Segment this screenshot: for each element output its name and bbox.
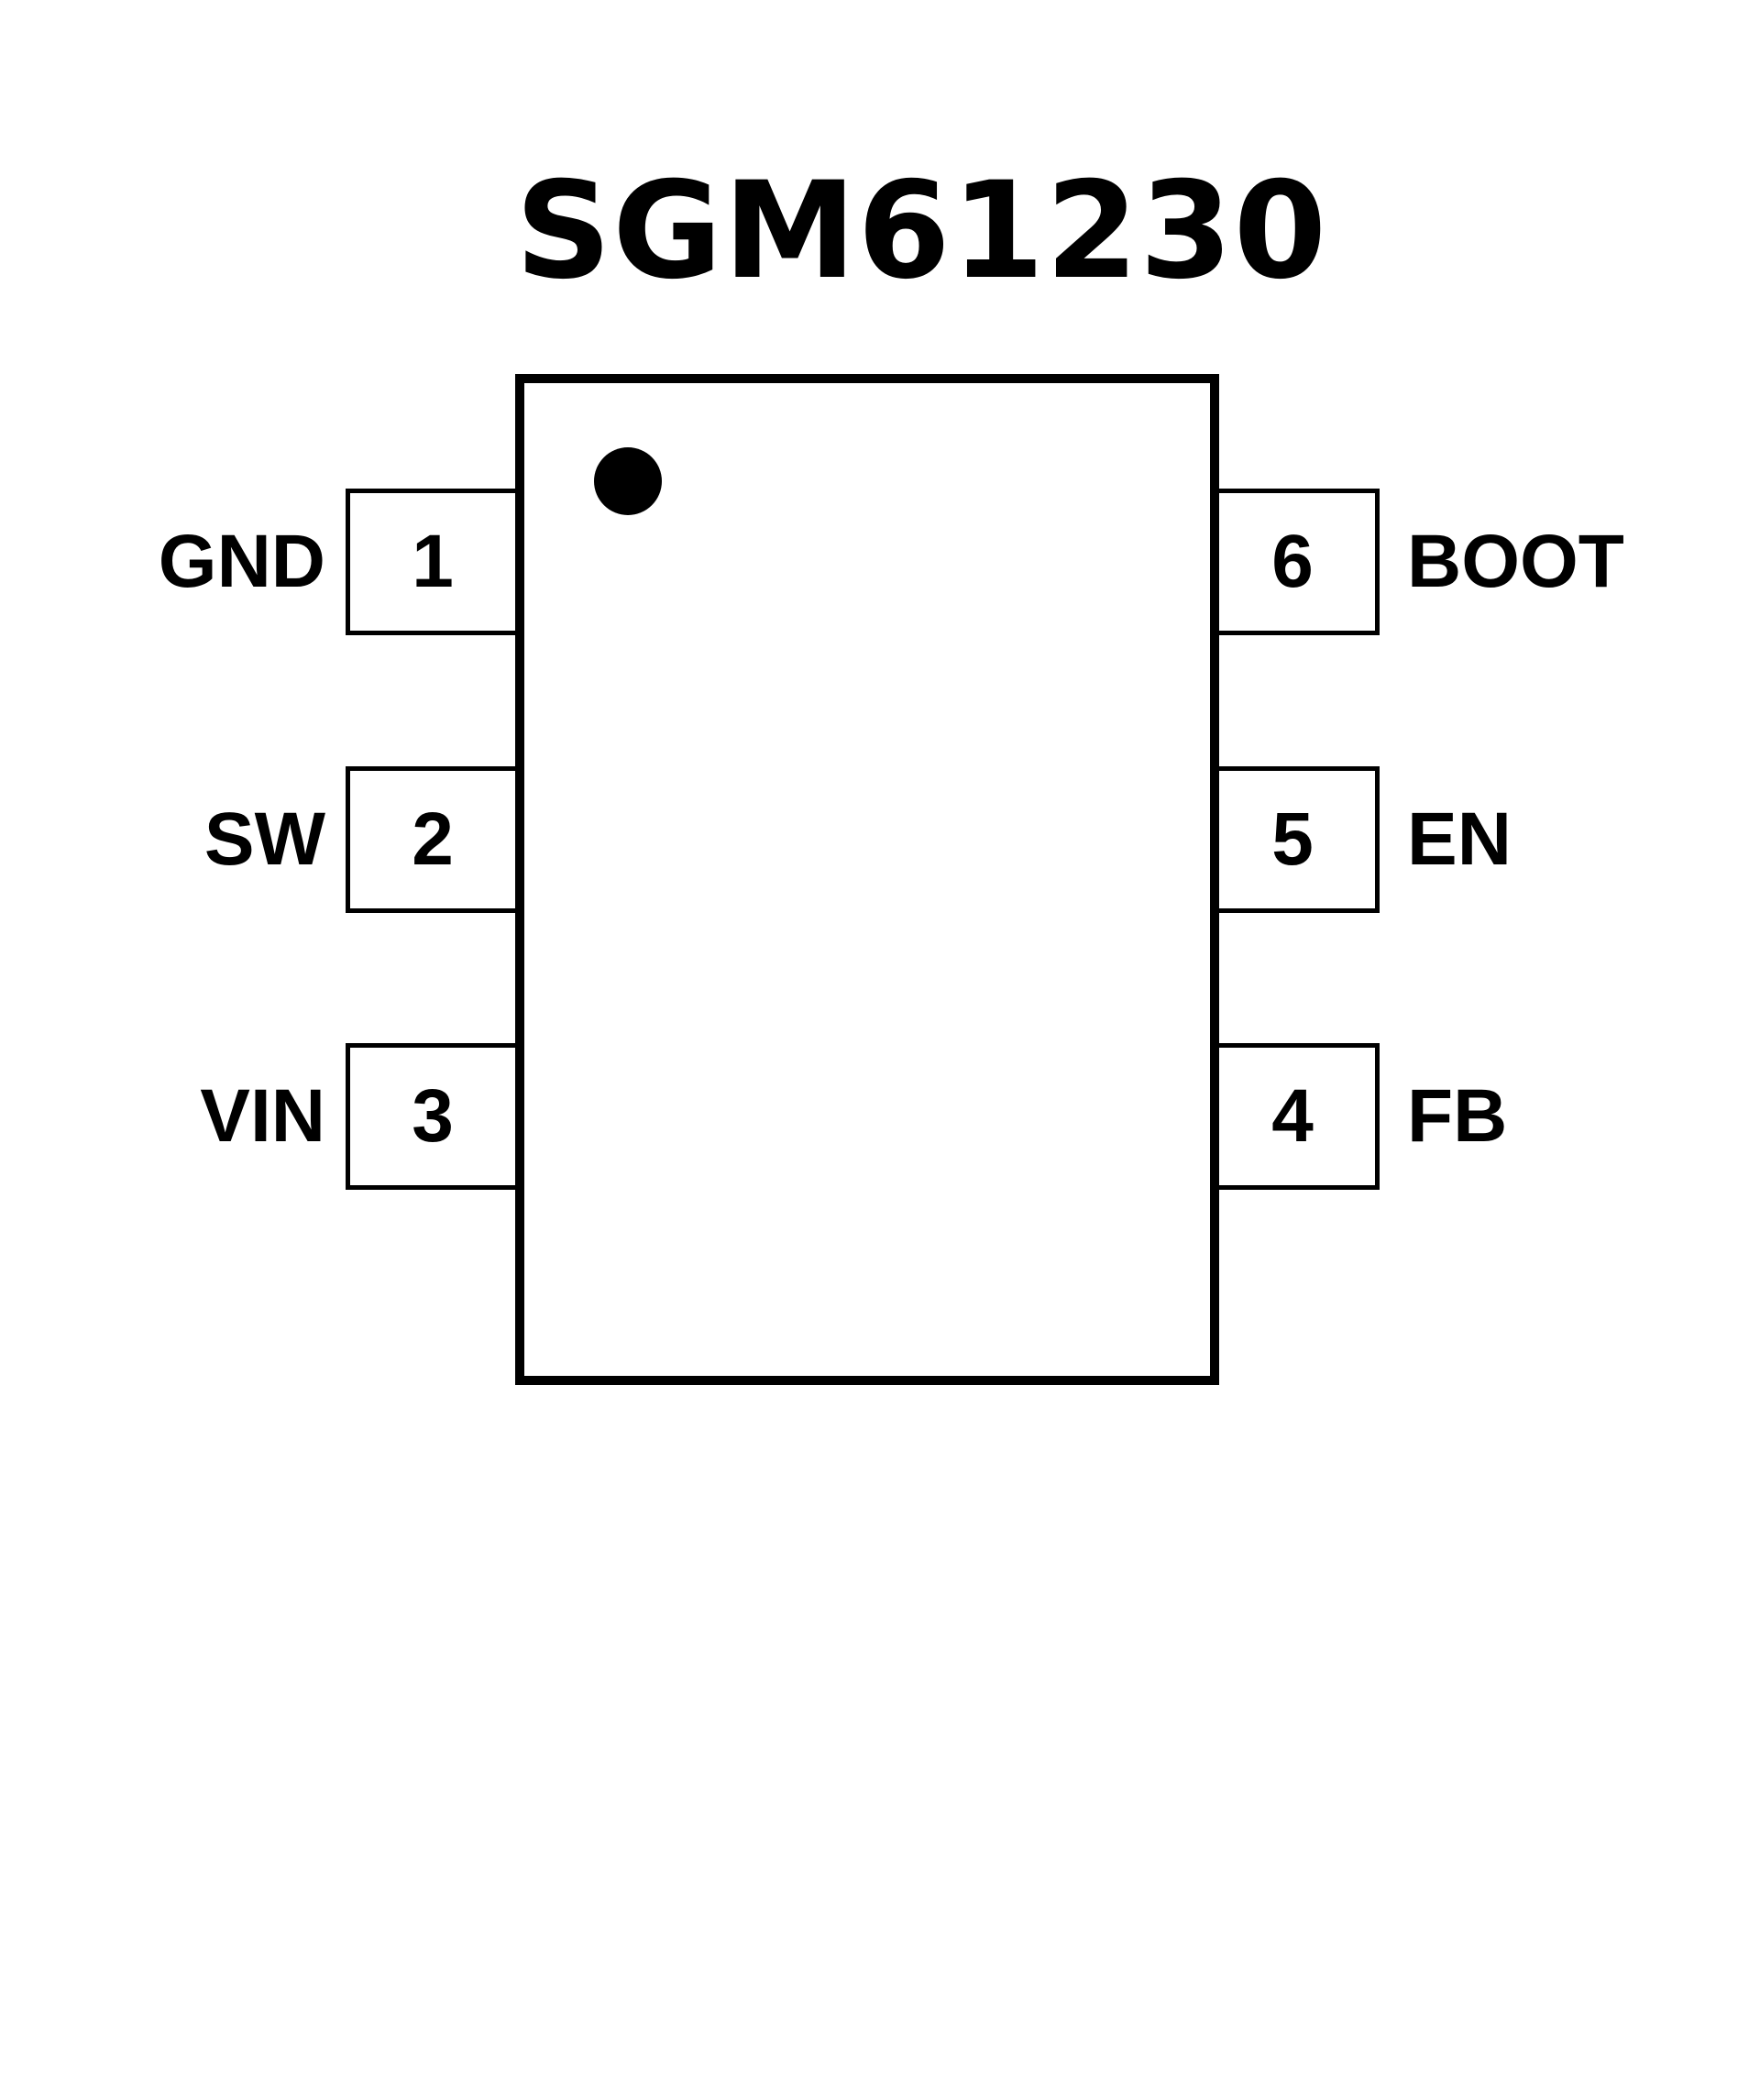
pin-3-label: VIN bbox=[200, 1074, 325, 1158]
chip-title: SGM61230 bbox=[515, 153, 1328, 309]
pin-number: 1 bbox=[412, 520, 454, 603]
pin-number: 5 bbox=[1271, 797, 1314, 881]
pin-number: 6 bbox=[1271, 520, 1314, 603]
pin-5: 5 bbox=[1205, 766, 1380, 913]
pin-2-label: SW bbox=[204, 797, 325, 881]
pin-4-label: FB bbox=[1407, 1074, 1508, 1158]
chip-body bbox=[515, 374, 1219, 1385]
pin-2: 2 bbox=[346, 766, 520, 913]
pin-5-label: EN bbox=[1407, 797, 1512, 881]
pin-6: 6 bbox=[1205, 489, 1380, 635]
pin-3: 3 bbox=[346, 1043, 520, 1190]
pin-number: 2 bbox=[412, 797, 454, 881]
pin-1-indicator-dot-icon bbox=[594, 447, 662, 515]
pin-number: 4 bbox=[1271, 1074, 1314, 1158]
pin-4: 4 bbox=[1205, 1043, 1380, 1190]
pin-1: 1 bbox=[346, 489, 520, 635]
pin-number: 3 bbox=[412, 1074, 454, 1158]
pin-1-label: GND bbox=[158, 520, 325, 603]
pin-6-label: BOOT bbox=[1407, 520, 1624, 603]
